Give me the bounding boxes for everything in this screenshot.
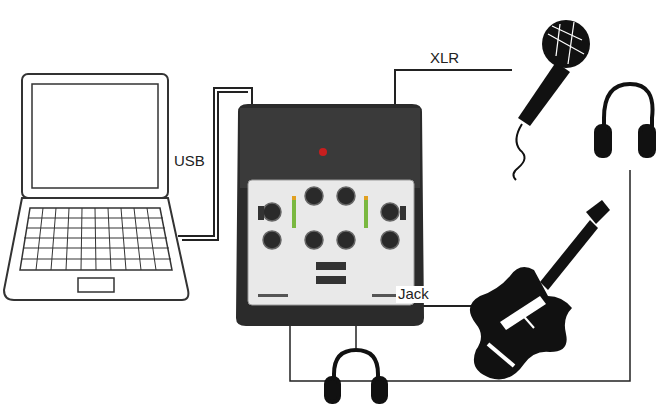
laptop-icon [4,74,188,300]
headphones-icon [326,350,386,402]
guitar-icon [470,200,610,379]
cable-label: XLR [428,50,461,67]
cable-label: USB [172,153,207,170]
cable-lines [178,70,630,381]
microphone-icon [513,20,590,180]
cable-label: Jack [396,286,431,303]
headphones-icon [596,84,654,156]
